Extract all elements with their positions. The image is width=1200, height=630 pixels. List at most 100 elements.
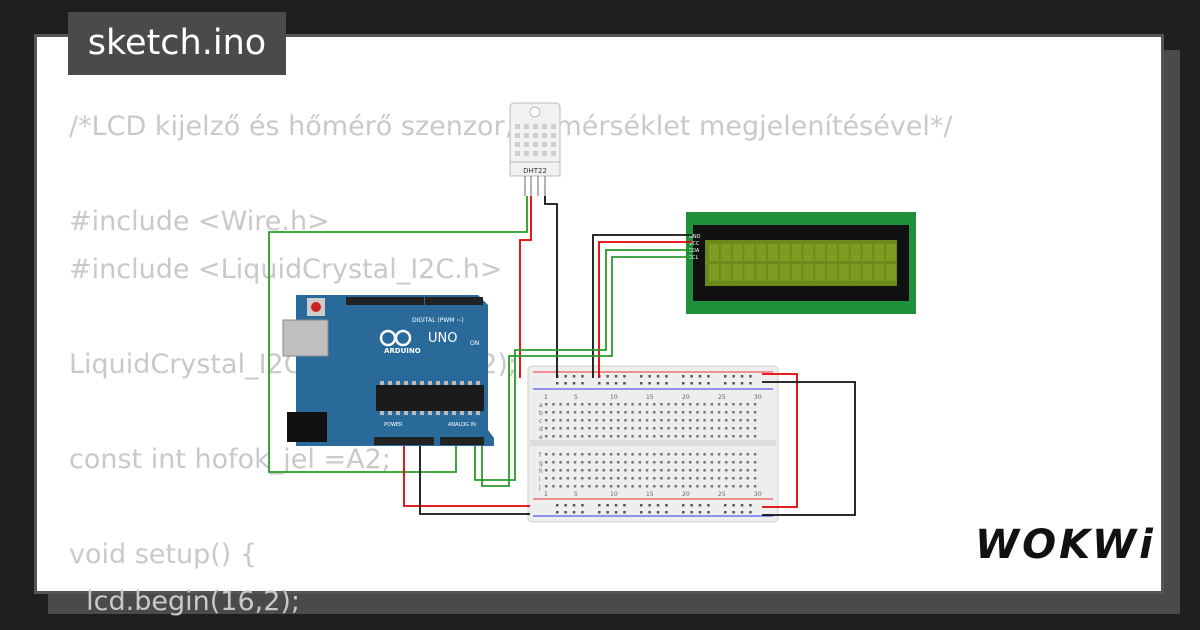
bb-col-label: 30 — [754, 394, 762, 401]
hole — [542, 151, 547, 156]
hole — [573, 453, 577, 456]
dht22-sensor[interactable]: DHT22 — [509, 102, 561, 196]
hole — [545, 411, 548, 414]
file-title: sketch.ino — [68, 12, 286, 75]
hole — [581, 511, 584, 514]
hole — [667, 485, 670, 488]
hole — [566, 427, 570, 430]
hole — [732, 419, 735, 422]
hole — [595, 427, 598, 430]
hole — [545, 469, 548, 472]
hole — [703, 411, 706, 414]
hole — [746, 461, 750, 464]
hole — [667, 411, 670, 414]
hole — [606, 504, 609, 507]
hole — [588, 477, 591, 480]
hole — [572, 375, 576, 378]
hole — [566, 461, 570, 464]
hole — [581, 419, 584, 422]
hole — [542, 124, 547, 129]
power-header-label: POWER — [384, 422, 403, 428]
hole — [602, 411, 606, 414]
hole — [710, 427, 714, 430]
hole — [609, 485, 613, 488]
hole — [696, 485, 699, 488]
wire-green-lcd-scl — [481, 256, 692, 487]
hole — [559, 485, 562, 488]
hole — [617, 477, 620, 480]
hole — [559, 477, 562, 480]
hole — [609, 419, 613, 422]
hole — [739, 461, 742, 464]
hole — [674, 411, 678, 414]
hole — [551, 124, 556, 129]
code-line: void setup() { — [69, 538, 258, 570]
hole — [703, 469, 706, 472]
hole — [564, 511, 567, 514]
hole — [725, 477, 728, 480]
hole — [753, 477, 757, 480]
hole — [689, 411, 692, 414]
hole — [703, 485, 706, 488]
hole — [588, 469, 591, 472]
arduino-uno[interactable]: DIGITAL (PWM ~) POWER ANALOG IN ON ARDUI… — [282, 295, 494, 446]
hole — [710, 403, 714, 406]
hole — [724, 375, 727, 378]
hole — [707, 511, 710, 514]
hole — [703, 461, 706, 464]
breadboard[interactable]: 1 5 10 15 20 25 30 1 5 10 15 20 25 30 a … — [527, 365, 779, 523]
hole — [698, 504, 702, 507]
hole — [746, 427, 750, 430]
hole — [545, 485, 548, 488]
hole — [732, 375, 735, 378]
lcd-display[interactable]: GND VCC SDA SCL — [686, 212, 916, 314]
hole — [545, 419, 548, 422]
hole — [566, 469, 570, 472]
hole — [689, 427, 692, 430]
hole — [681, 469, 685, 472]
hole — [667, 477, 670, 480]
hole — [674, 485, 678, 488]
hole — [581, 427, 584, 430]
hole — [638, 419, 642, 422]
hole — [624, 419, 627, 422]
hole — [749, 382, 752, 385]
hole — [665, 511, 668, 514]
hole — [623, 375, 626, 378]
wire-red-rail-bridge — [762, 373, 798, 508]
hole — [696, 419, 699, 422]
hole — [645, 403, 649, 406]
hole — [614, 504, 618, 507]
arduino-brand: ARDUINO — [384, 347, 421, 355]
hole — [827, 264, 837, 281]
hole — [681, 461, 685, 464]
hole — [827, 244, 837, 261]
hole — [717, 411, 721, 414]
hole — [573, 485, 577, 488]
hole — [638, 411, 642, 414]
hole — [696, 469, 699, 472]
hole — [533, 151, 538, 156]
hole — [573, 461, 577, 464]
hole — [717, 435, 721, 438]
hole — [559, 453, 562, 456]
hole — [645, 469, 649, 472]
hole — [756, 264, 767, 281]
lcd-pin-sda: SDA — [689, 248, 700, 254]
hole — [609, 469, 613, 472]
hole — [886, 264, 896, 281]
hole — [623, 511, 626, 514]
hole — [595, 461, 598, 464]
hole — [886, 244, 896, 261]
hole — [674, 435, 678, 438]
hole — [624, 427, 627, 430]
hole — [631, 427, 634, 430]
hole — [681, 427, 685, 430]
hole — [653, 453, 656, 456]
hole — [746, 435, 750, 438]
hole — [524, 151, 529, 156]
hole — [724, 382, 727, 385]
hole — [572, 511, 576, 514]
hole — [631, 477, 634, 480]
arduino-model: UNO — [428, 331, 457, 346]
